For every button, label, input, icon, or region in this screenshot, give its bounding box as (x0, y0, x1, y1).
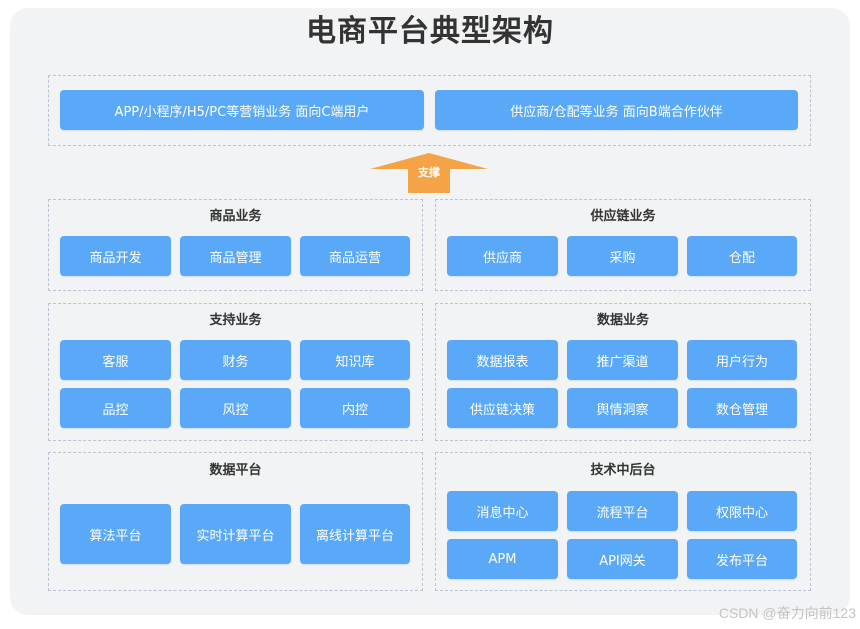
block-risk-control: 风控 (180, 388, 291, 428)
section-title: 数据业务 (596, 313, 649, 328)
section-product-business: 商品业务 (48, 199, 423, 291)
block-label: 内控 (341, 402, 368, 418)
block-procurement: 采购 (567, 236, 678, 276)
block-label: 供应商/仓配等业务 面向B端合作伙伴 (510, 104, 723, 120)
block-customer-service: 客服 (60, 340, 171, 380)
block-label: 发布平台 (715, 553, 768, 569)
block-label: 商品运营 (328, 250, 381, 266)
block-api-gateway: API网关 (567, 539, 678, 579)
top-layer-box (48, 75, 811, 146)
section-title: 技术中后台 (590, 463, 656, 478)
block-label: 用户行为 (715, 354, 768, 370)
block-data-reports: 数据报表 (447, 340, 558, 380)
block-permission-center: 权限中心 (687, 491, 797, 531)
section-title: 数据平台 (209, 463, 262, 478)
block-label: 品控 (102, 402, 129, 418)
block-apm: APM (447, 539, 558, 579)
block-label: 仓配 (728, 250, 755, 266)
b-end-partner-block: 供应商/仓配等业务 面向B端合作伙伴 (435, 90, 798, 130)
block-internal-control: 内控 (300, 388, 410, 428)
block-workflow-platform: 流程平台 (567, 491, 678, 531)
block-supplier: 供应商 (447, 236, 558, 276)
block-label: 财务 (222, 354, 249, 370)
section-data-platform: 数据平台 (48, 452, 423, 591)
block-label: 权限中心 (715, 505, 768, 521)
block-label: 离线计算平台 (315, 528, 394, 544)
block-label: 客服 (102, 354, 129, 370)
block-public-opinion-insight: 舆情洞察 (567, 388, 678, 428)
block-label: 数仓管理 (715, 402, 768, 418)
block-label: 风控 (222, 402, 249, 418)
support-arrow-label: 支撑 (418, 166, 440, 179)
block-data-warehouse-management: 数仓管理 (687, 388, 797, 428)
section-support-business: 支持业务 (48, 303, 423, 441)
block-product-operations: 商品运营 (300, 236, 410, 276)
block-label: 供应商 (482, 250, 522, 266)
block-label: 商品开发 (89, 250, 142, 266)
block-label: 实时计算平台 (196, 528, 275, 544)
support-arrow-icon (370, 153, 488, 193)
block-label: 商品管理 (209, 250, 262, 266)
block-label: 流程平台 (596, 505, 649, 521)
section-title: 供应链业务 (590, 209, 656, 224)
block-finance: 财务 (180, 340, 291, 380)
block-release-platform: 发布平台 (687, 539, 797, 579)
block-label: 知识库 (335, 354, 375, 370)
block-label: 舆情洞察 (596, 402, 649, 418)
c-end-marketing-block: APP/小程序/H5/PC等营销业务 面向C端用户 (60, 90, 424, 130)
block-label: 算法平台 (89, 528, 142, 544)
block-product-development: 商品开发 (60, 236, 171, 276)
block-knowledge-base: 知识库 (300, 340, 410, 380)
block-label: API网关 (599, 553, 646, 569)
block-label: 推广渠道 (596, 354, 649, 370)
block-label: 供应链决策 (469, 402, 535, 418)
block-realtime-computing-platform: 实时计算平台 (180, 504, 291, 564)
section-title: 支持业务 (209, 313, 262, 328)
block-quality-control: 品控 (60, 388, 171, 428)
block-warehousing: 仓配 (687, 236, 797, 276)
block-product-management: 商品管理 (180, 236, 291, 276)
block-promotion-channels: 推广渠道 (567, 340, 678, 380)
block-offline-computing-platform: 离线计算平台 (300, 504, 410, 564)
block-user-behavior: 用户行为 (687, 340, 797, 380)
csdn-watermark: CSDN @奋力向前123 (718, 605, 856, 621)
block-label: APM (488, 551, 517, 567)
block-supply-chain-decision: 供应链决策 (447, 388, 558, 428)
section-data-business: 数据业务 (435, 303, 811, 441)
block-label: 数据报表 (476, 354, 529, 370)
section-tech-middle-backend: 技术中后台 (435, 452, 811, 591)
section-supply-chain-business: 供应链业务 (435, 199, 811, 291)
block-label: 采购 (609, 250, 636, 266)
block-message-center: 消息中心 (447, 491, 558, 531)
block-label: 消息中心 (476, 505, 529, 521)
diagram-title: 电商平台典型架构 (306, 14, 554, 49)
section-title: 商品业务 (209, 209, 262, 224)
block-algorithm-platform: 算法平台 (60, 504, 171, 564)
block-label: APP/小程序/H5/PC等营销业务 面向C端用户 (114, 104, 370, 120)
